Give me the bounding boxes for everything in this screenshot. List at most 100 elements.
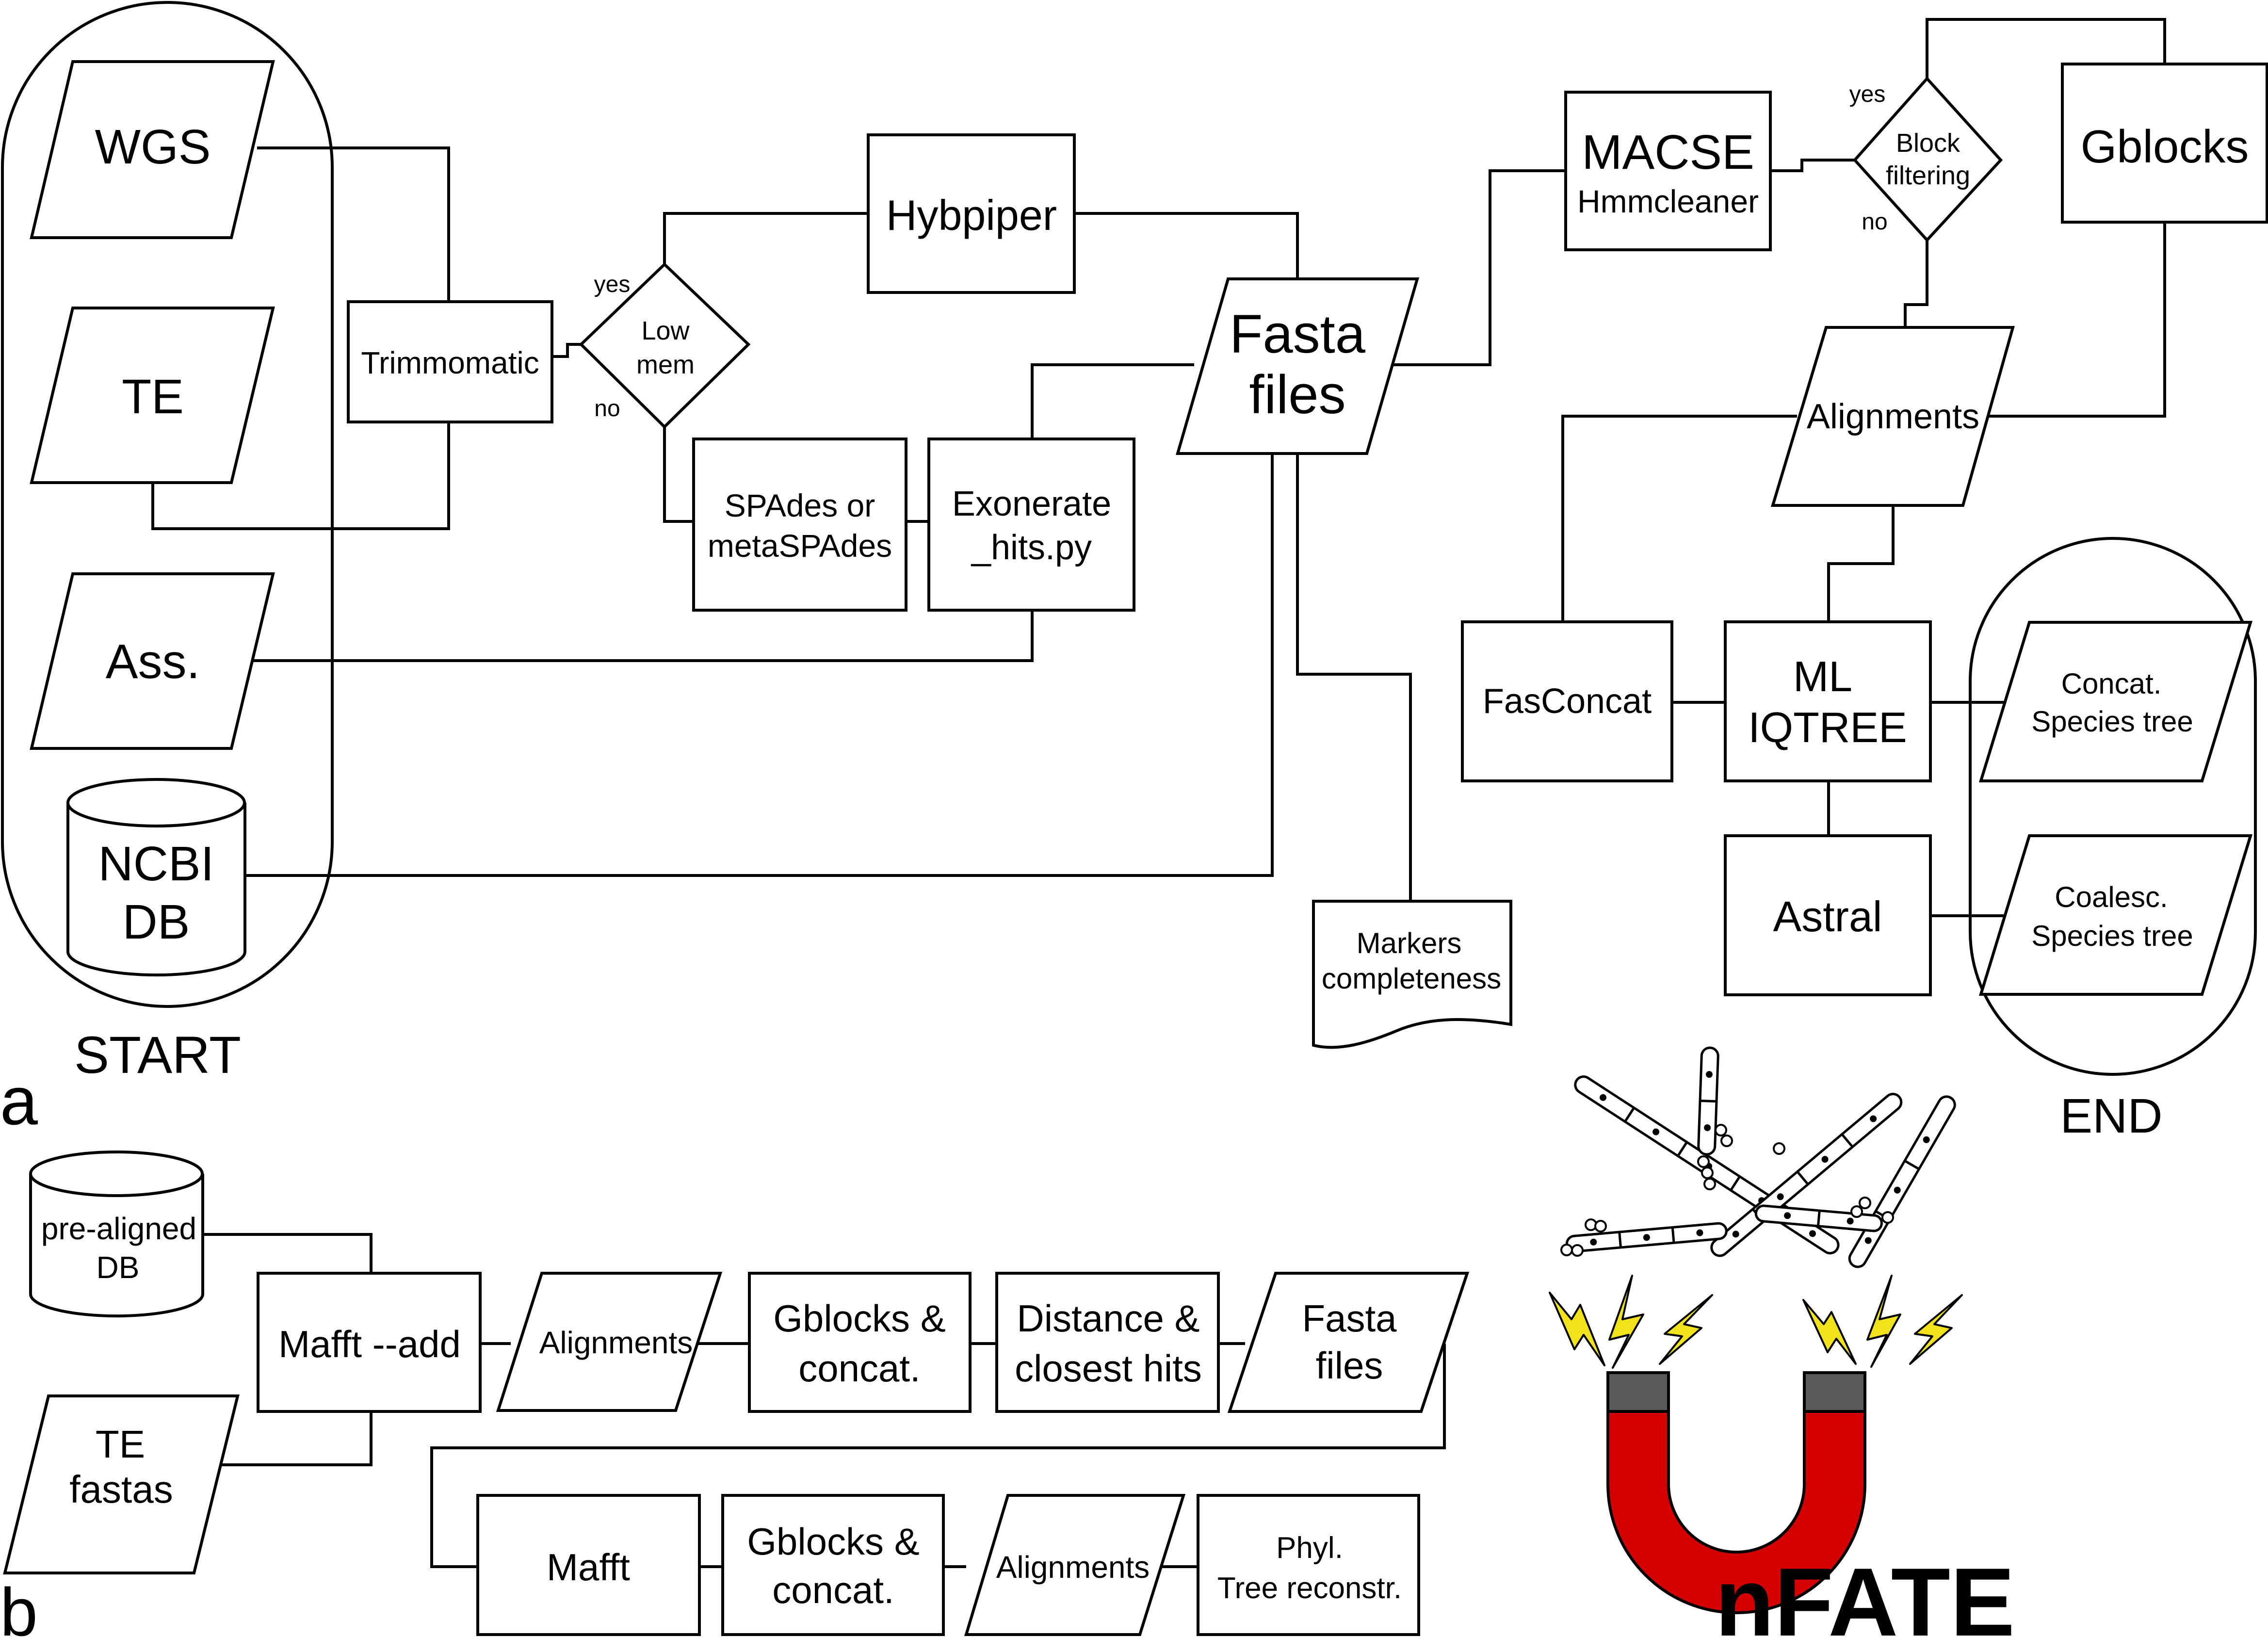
- wgs-label: WGS: [95, 120, 211, 174]
- wire-hybpiper-fasta: [1074, 212, 1299, 279]
- fasta-files-line1: Fasta: [1230, 304, 1366, 364]
- ml-iqtree-node: ML IQTREE: [1724, 620, 1932, 782]
- macse-line1: MACSE: [1582, 125, 1754, 179]
- phyl-tree-node: Phyl. Tree reconstr.: [1197, 1494, 1420, 1636]
- alignments-b2-label: Alignments: [996, 1550, 1150, 1585]
- trimmomatic-label: Trimmomatic: [361, 345, 539, 380]
- bolt-icon: [1549, 1292, 1605, 1366]
- panel-a-label: a: [0, 1063, 38, 1139]
- wire-tefastas-mafftadd: [216, 1411, 373, 1466]
- wire-alignments-ml: [1827, 505, 1895, 622]
- distance-hits-line2: closest hits: [1015, 1347, 1202, 1390]
- alignments-label: Alignments: [1807, 397, 1979, 436]
- gblocks-concat-b1-line2: concat.: [798, 1347, 920, 1390]
- exonerate-line1: Exonerate: [952, 485, 1111, 523]
- prealigned-db-node: pre-aligned DB: [29, 1151, 204, 1318]
- trimmomatic-node: Trimmomatic: [347, 300, 553, 423]
- fasta-files-line2: files: [1249, 364, 1345, 425]
- mafft-add-label: Mafft --add: [278, 1323, 461, 1365]
- block-filtering-line1: Block: [1896, 129, 1960, 158]
- low-mem-line1: Low: [641, 316, 690, 345]
- fasta-files-b-node: Fasta files: [1227, 1272, 1470, 1413]
- lightning-bolts: [1549, 1275, 1963, 1369]
- bolt-icon: [1909, 1294, 1963, 1365]
- ncbi-db-line2: DB: [123, 895, 190, 949]
- gblocks-concat-b2-line1: Gblocks &: [747, 1520, 919, 1563]
- distance-hits-line1: Distance &: [1017, 1297, 1199, 1340]
- fasconcat-label: FasConcat: [1483, 682, 1652, 721]
- coalesc-tree-line2: Species tree: [2031, 920, 2193, 952]
- macse-line2: Hmmcleaner: [1577, 183, 1759, 219]
- block-filtering-decision: Block filtering: [1852, 76, 2003, 243]
- block-filtering-yes: yes: [1849, 81, 1886, 107]
- magnet-pole-left: [1606, 1371, 1670, 1413]
- fasconcat-node: FasConcat: [1461, 620, 1673, 782]
- markers-completeness-node: Markers completeness: [1312, 900, 1512, 1049]
- coalesc-species-tree-node: Coalesc. Species tree: [1978, 834, 2253, 996]
- end-container: [1969, 537, 2257, 1076]
- wire-te-trimmomatic: [151, 422, 450, 530]
- gblocks-concat-b1-node: Gblocks & concat.: [748, 1272, 972, 1413]
- nfate-logo: nFATE: [1549, 1046, 2015, 1637]
- alignments-b1-label: Alignments: [539, 1325, 693, 1360]
- gblocks-label: Gblocks: [2081, 121, 2249, 173]
- magnet-icon: [1606, 1371, 1866, 1614]
- concat-tree-line2: Species tree: [2031, 705, 2193, 738]
- start-container: [1, 1, 334, 1008]
- end-label: END: [2060, 1089, 2162, 1143]
- fasta-files-b-line2: files: [1316, 1344, 1383, 1387]
- low-mem-line2: mem: [636, 350, 695, 379]
- wire-fasta-macse: [1393, 169, 1566, 366]
- wgs-input: WGS: [30, 60, 275, 239]
- te-input: TE: [30, 307, 275, 484]
- phyl-tree-line1: Phyl.: [1276, 1531, 1343, 1565]
- bolt-icon: [1802, 1299, 1857, 1365]
- block-filtering-no: no: [1862, 209, 1887, 235]
- magnet-pole-right: [1803, 1371, 1866, 1413]
- astral-node: Astral: [1724, 834, 1932, 996]
- magnet-body: [1606, 1410, 1866, 1614]
- markers-line1: Markers: [1357, 927, 1462, 959]
- hyphae-illustration: [1560, 1046, 1956, 1268]
- exonerate-node: Exonerate _hits.py: [927, 438, 1135, 612]
- wire-ncbi-fasta: [245, 454, 1274, 877]
- spades-line1: SPAdes or: [725, 487, 875, 523]
- bolt-icon: [1866, 1275, 1901, 1368]
- bolt-icon: [1659, 1294, 1713, 1365]
- panel-b-label: b: [0, 1574, 38, 1637]
- markers-line2: completeness: [1322, 962, 1501, 995]
- panel-a-connectors: [151, 18, 2166, 917]
- ass-label: Ass.: [106, 634, 200, 689]
- fasta-files-b-line1: Fasta: [1302, 1297, 1397, 1340]
- ncbi-db-input: NCBI DB: [66, 778, 246, 977]
- alignments-b2-node: Alignments: [964, 1494, 1186, 1636]
- hybpiper-label: Hybpiper: [886, 191, 1057, 239]
- ml-iqtree-line1: ML: [1793, 652, 1852, 700]
- wire-exonerate-fasta: [1031, 363, 1194, 439]
- hybpiper-node: Hybpiper: [867, 133, 1076, 294]
- wire-macse-block: [1770, 159, 1855, 172]
- wire-fasta-mafft: [430, 1344, 1446, 1568]
- spades-node: SPAdes or metaSPAdes: [692, 438, 907, 612]
- astral-label: Astral: [1773, 892, 1882, 940]
- phyl-tree-line2: Tree reconstr.: [1217, 1572, 1402, 1605]
- te-label: TE: [122, 370, 184, 424]
- macse-node: MACSE Hmmcleaner: [1564, 91, 1772, 251]
- mafft-add-node: Mafft --add: [257, 1272, 482, 1413]
- wire-prealigned-mafftadd: [203, 1233, 373, 1273]
- low-mem-yes: yes: [594, 272, 631, 297]
- mafft-label: Mafft: [547, 1546, 630, 1588]
- prealigned-line2: DB: [97, 1250, 140, 1285]
- gblocks-concat-b2-line2: concat.: [772, 1569, 894, 1611]
- alignments-b1-node: Alignments: [496, 1272, 723, 1412]
- ml-iqtree-line2: IQTREE: [1748, 703, 1907, 751]
- wire-wgs-trimmomatic: [257, 146, 450, 302]
- gblocks-node: Gblocks: [2061, 63, 2268, 224]
- exonerate-line2: _hits.py: [971, 528, 1092, 567]
- ass-input: Ass.: [30, 572, 275, 750]
- wire-lowmem-spades: [663, 427, 694, 523]
- panel-b-connectors: [203, 1233, 1446, 1568]
- concat-species-tree-node: Concat. Species tree: [1978, 621, 2253, 782]
- block-filtering-line2: filtering: [1886, 161, 1970, 190]
- te-fastas-line2: fastas: [69, 1468, 173, 1511]
